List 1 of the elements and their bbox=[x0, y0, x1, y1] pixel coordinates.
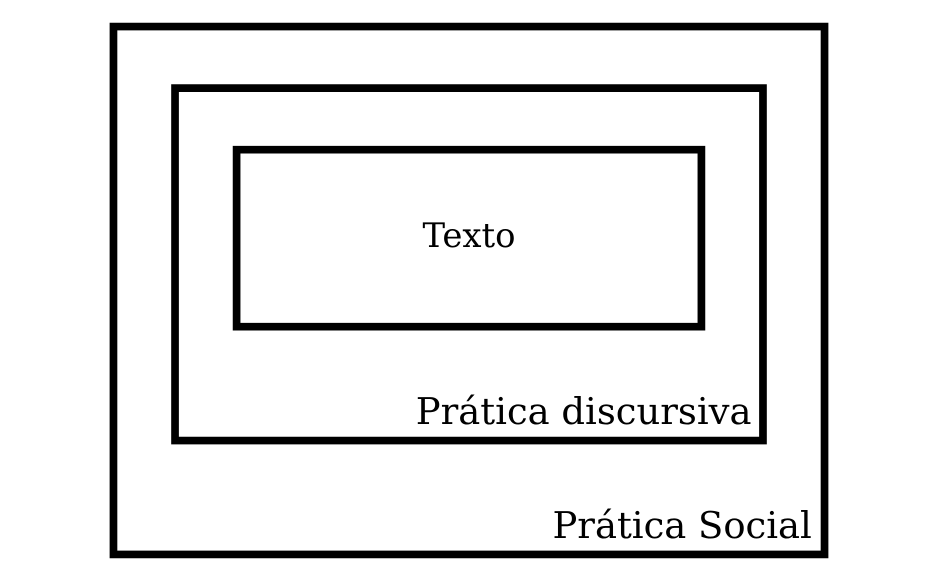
node-box: Texto bbox=[232, 146, 706, 331]
